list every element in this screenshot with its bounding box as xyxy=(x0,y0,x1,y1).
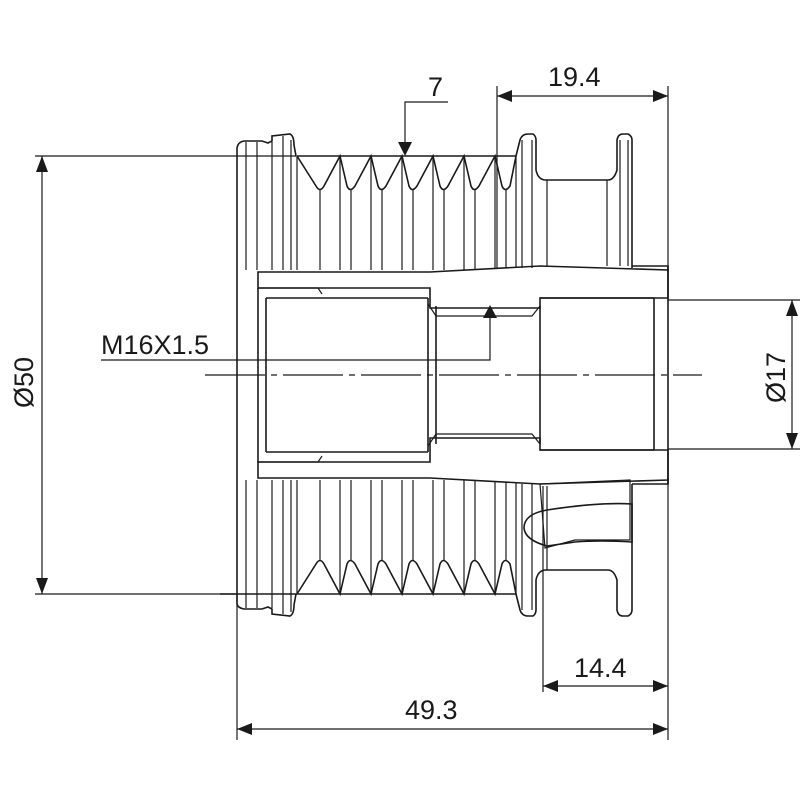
dimension-rib-count: 7 xyxy=(398,72,448,156)
dimension-hub-width: 14.4 xyxy=(542,484,669,740)
section-hatch-upper xyxy=(257,265,669,309)
rib-lines-lower xyxy=(319,480,517,594)
dimension-bore-diameter: Ø17 xyxy=(668,299,800,450)
pulley-body-lower xyxy=(220,478,669,617)
overall-length-label: 49.3 xyxy=(405,695,458,725)
outer-diameter-label: Ø50 xyxy=(9,357,39,408)
dimension-outer-diameter: Ø50 xyxy=(9,155,296,595)
dimension-thread: M16X1.5 xyxy=(101,305,497,361)
rib-lines-upper xyxy=(319,156,517,270)
flange-width-label: 19.4 xyxy=(548,62,601,92)
rib-count-label: 7 xyxy=(428,72,443,102)
pulley-body-upper xyxy=(236,133,669,272)
dimension-flange-width: 19.4 xyxy=(496,62,669,268)
thread-label: M16X1.5 xyxy=(101,330,209,360)
dimension-overall-length: 49.3 xyxy=(236,594,668,740)
bore-diameter-label: Ø17 xyxy=(761,352,791,403)
hub-width-label: 14.4 xyxy=(574,653,627,683)
